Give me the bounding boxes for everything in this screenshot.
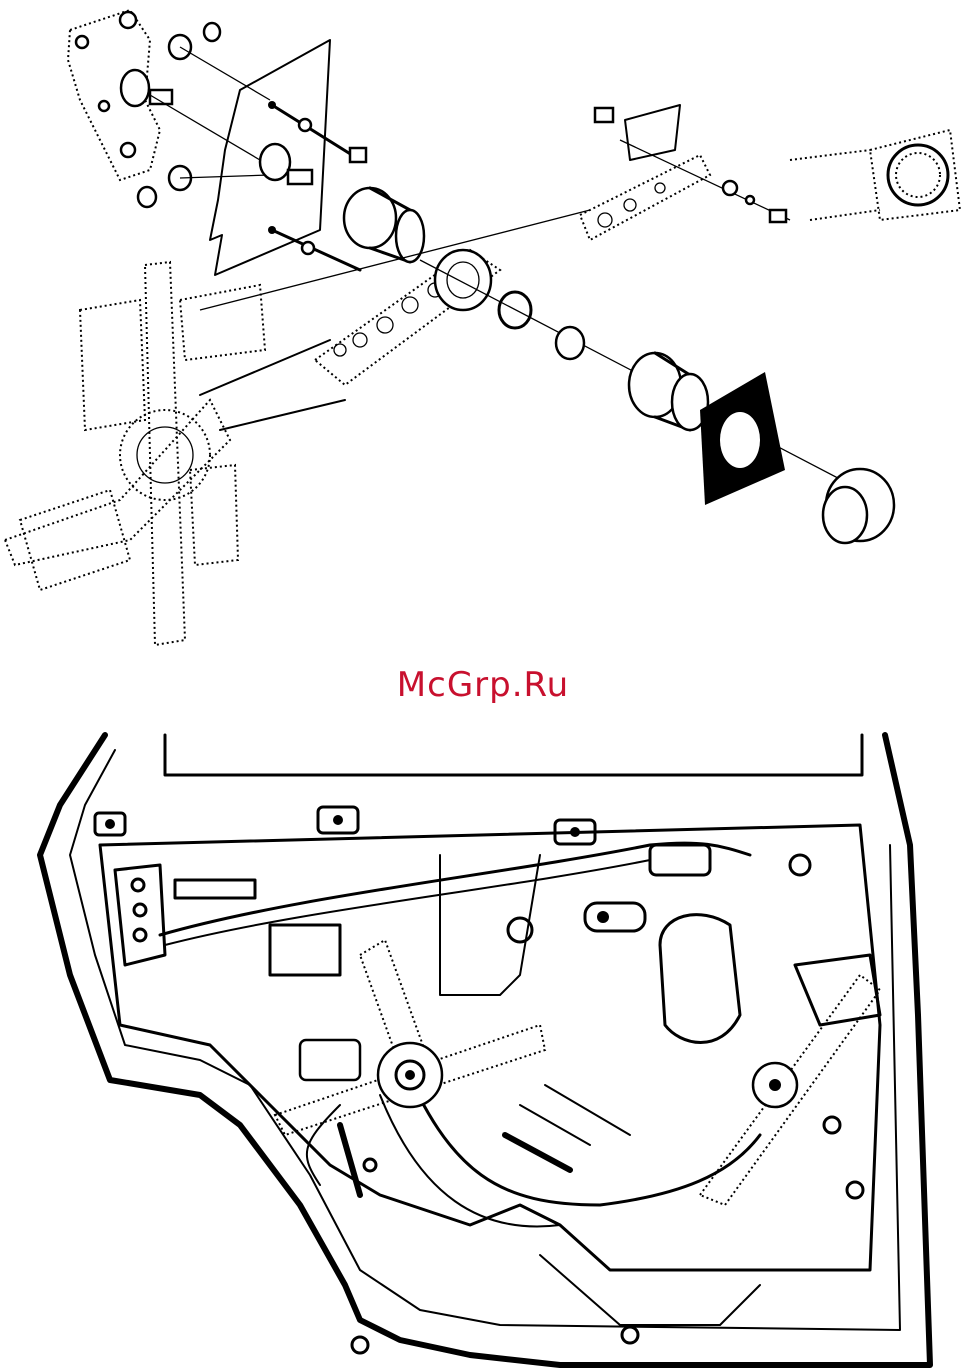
background-regulator xyxy=(5,262,345,645)
rubber-bushings xyxy=(138,23,220,207)
end-cap xyxy=(823,469,894,543)
inner-panel xyxy=(100,825,880,1270)
gasket xyxy=(700,372,785,505)
left-bracket xyxy=(115,865,255,965)
left-regulator xyxy=(270,925,545,1135)
motor-mounting-bracket xyxy=(68,10,172,180)
mounting-bolts xyxy=(268,101,366,270)
pulley-detail xyxy=(790,130,960,220)
cable-drum xyxy=(629,353,708,430)
regulator-arm xyxy=(315,250,500,385)
door-handle-recess xyxy=(585,845,740,1043)
watermark-text: McGrp.Ru xyxy=(0,665,966,705)
door-panel-diagram xyxy=(0,725,966,1370)
upper-arm xyxy=(580,105,790,240)
gear-coupling xyxy=(344,188,424,262)
panel-ribs xyxy=(340,1085,760,1325)
seal-ring xyxy=(499,292,584,359)
door-panel-section xyxy=(150,40,330,275)
cables xyxy=(160,843,760,1226)
exploded-view-diagram xyxy=(0,0,966,660)
